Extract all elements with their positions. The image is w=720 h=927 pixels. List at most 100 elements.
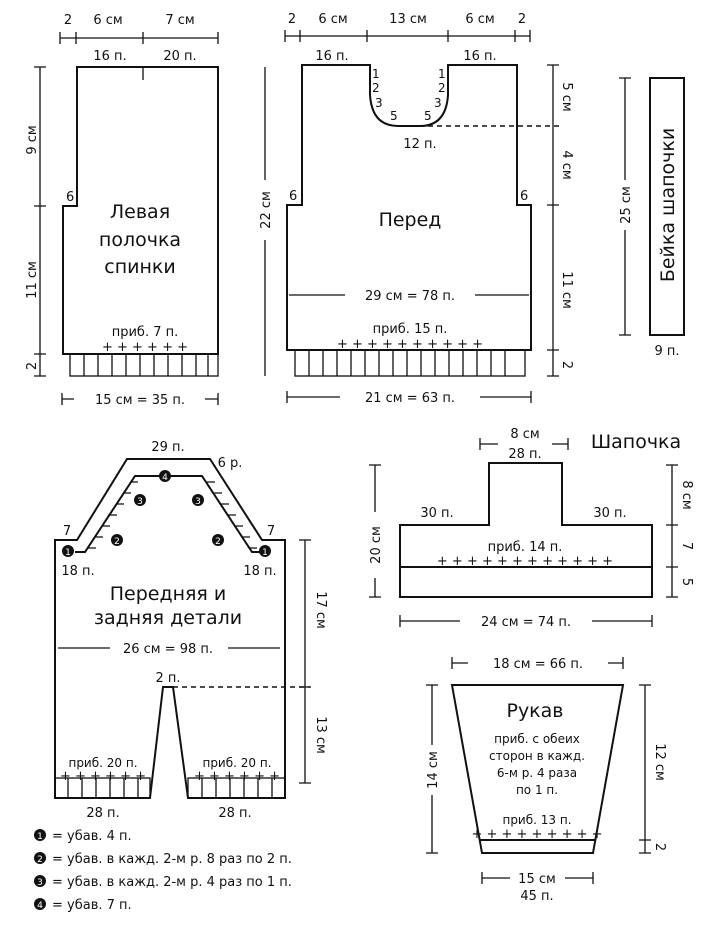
sleeve-piece: 18 см = 66 п. 14 см 12 см 2 Рукав приб. … — [426, 657, 667, 904]
bottom-dimension-line — [399, 615, 653, 627]
neck-step: 5 — [424, 109, 432, 123]
dim-label: 2 — [25, 362, 40, 370]
dim-label: 2 — [288, 12, 296, 27]
neck-step: 3 — [375, 96, 383, 110]
dim-label: 2 — [64, 13, 72, 28]
dim-label: 14 см — [426, 751, 441, 789]
dim-label: 13 см — [389, 12, 427, 27]
dim-label: 5 см — [559, 82, 574, 111]
rib-lines — [308, 350, 506, 376]
side-dimension-line — [299, 539, 311, 784]
svg-text:2: 2 — [215, 537, 221, 547]
dim-label: 2 — [652, 843, 667, 851]
rows-label: 6 р. — [218, 456, 243, 471]
svg-text:= убав. в кажд. 2-м р. 8 раз п: = убав. в кажд. 2-м р. 8 раз по 2 п. — [52, 852, 292, 867]
dim-label: 25 см — [619, 186, 634, 224]
stitch-label: 18 п. — [61, 564, 94, 579]
svg-text:= убав. 7 п.: = убав. 7 п. — [52, 898, 132, 913]
hat-band-piece: Бейка шапочки 25 см 9 п. — [619, 77, 685, 359]
stitch-label: 28 п. — [86, 806, 119, 821]
increase-label: приб. 20 п. — [68, 756, 137, 770]
neck-inner-line — [75, 475, 262, 553]
svg-text:3: 3 — [195, 497, 201, 507]
stitch-label: 28 п. — [218, 806, 251, 821]
stitch-label: 45 п. — [520, 889, 553, 904]
front-piece: 2 6 см 13 см 6 см 2 16 п. 16 п. 1 2 3 5 … — [259, 12, 574, 406]
dim-label: 20 см — [369, 526, 384, 564]
dim-label: 26 см = 98 п. — [123, 642, 213, 657]
rib-band — [294, 349, 526, 377]
step-label: 6 — [66, 190, 74, 205]
increase-marks: + + + + + + + + + + — [337, 337, 483, 352]
stitch-label: 18 п. — [243, 564, 276, 579]
shoulder-label: 7 — [267, 524, 275, 539]
instruction-line: приб. с обеих — [494, 732, 580, 746]
rib-lines — [67, 778, 273, 798]
side-dimension-line — [547, 64, 559, 377]
legend-item: 4 = убав. 7 п. — [34, 898, 132, 913]
piece-title: Шапочка — [591, 431, 681, 453]
dim-label: 12 см — [652, 743, 667, 781]
stitch-label: 12 п. — [403, 137, 436, 152]
svg-text:1: 1 — [262, 548, 268, 558]
increase-label: приб. 13 п. — [502, 813, 571, 827]
increase-marks: + + + + + + + + + — [471, 827, 602, 842]
stitch-label: 16 п. — [93, 49, 126, 64]
step-label: 6 — [520, 189, 528, 204]
instruction-line: по 1 п. — [516, 783, 558, 797]
sleeve-outline — [450, 684, 625, 854]
front-outline — [286, 64, 532, 351]
rib-lines — [83, 354, 209, 376]
increase-marks: + + + + + + — [60, 769, 146, 784]
increase-label: приб. 7 п. — [112, 325, 179, 340]
increase-marks: + + + + + + — [102, 340, 188, 355]
side-dimension-line — [666, 464, 678, 598]
piece-title: Перед — [379, 209, 442, 231]
piece-title: спинки — [104, 256, 175, 278]
stitch-label: 30 п. — [593, 506, 626, 521]
stitch-label: 29 п. — [151, 440, 184, 455]
stitch-label: 2 п. — [155, 671, 180, 686]
dim-label: 2 — [518, 12, 526, 27]
legend-item: 1 = убав. 4 п. — [34, 829, 132, 844]
svg-text:3: 3 — [137, 497, 143, 507]
top-dimension-line — [451, 657, 624, 669]
dim-label: 6 см — [318, 12, 347, 27]
svg-text:4: 4 — [162, 473, 168, 483]
height-dimension-line — [619, 77, 631, 336]
instruction-line: 6-м р. 4 раза — [497, 766, 577, 780]
dim-label: 18 см = 66 п. — [493, 657, 583, 672]
increase-label: приб. 15 п. — [373, 322, 448, 337]
piece-title: Передняя и — [110, 583, 227, 605]
increase-marks: + + + + + + — [194, 769, 280, 784]
dim-label: 8 см — [679, 480, 694, 509]
shoulder-label: 7 — [63, 524, 71, 539]
neck-step: 1 — [438, 67, 446, 81]
legend-item: 2 = убав. в кажд. 2-м р. 8 раз по 2 п. — [34, 852, 292, 867]
dim-label: 4 см — [559, 150, 574, 179]
svg-text:4: 4 — [37, 901, 43, 911]
stitch-label: 30 п. — [420, 506, 453, 521]
band-outline — [649, 77, 685, 336]
neck-step: 5 — [390, 109, 398, 123]
svg-text:2: 2 — [114, 537, 120, 547]
dim-label: 21 см = 63 п. — [365, 391, 455, 406]
increase-label: приб. 20 п. — [202, 756, 271, 770]
height-dimension-line — [369, 464, 381, 598]
dim-label: 13 см — [313, 716, 328, 754]
dim-label: 7 — [679, 542, 694, 550]
dim-label: 9 см — [25, 125, 40, 154]
piece-title: Левая — [110, 201, 170, 223]
overall-piece: 17 см 13 см 29 п. 6 р. 7 7 4 3 3 2 2 1 1… — [54, 440, 328, 821]
dim-label: 8 см — [510, 427, 539, 442]
height-dimension-line — [426, 684, 438, 854]
bottom-dimension-line — [481, 872, 594, 884]
svg-text:1: 1 — [37, 832, 43, 842]
stitch-label: 9 п. — [654, 344, 679, 359]
marker-circles: 4 3 3 2 2 1 1 — [62, 470, 271, 558]
top-dimension-line — [479, 438, 569, 450]
dim-label: 24 см = 74 п. — [481, 615, 571, 630]
rib-band — [69, 353, 219, 377]
increase-label: приб. 14 п. — [488, 540, 563, 555]
dim-label: 2 — [559, 361, 574, 369]
